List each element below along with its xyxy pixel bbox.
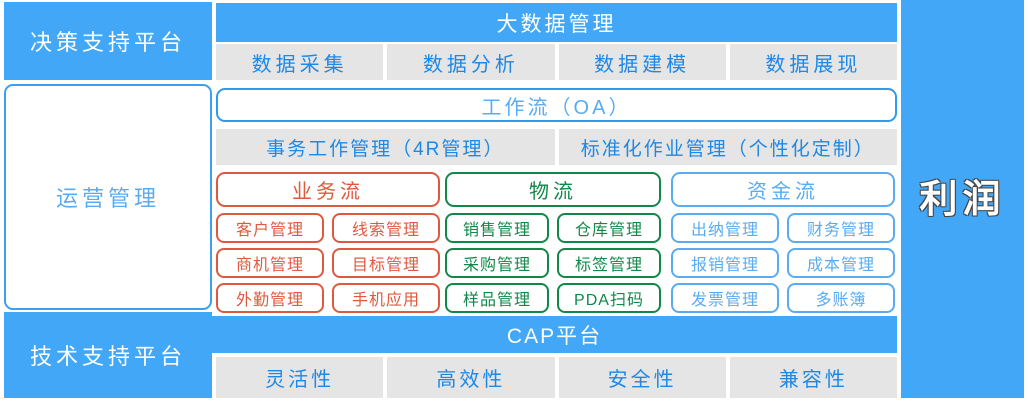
workflow-oa-label: 工作流（OA） bbox=[481, 96, 632, 119]
profit-column: 利润 bbox=[901, 0, 1024, 398]
cell-standardized-operations: 标准化作业管理（个性化定制） bbox=[558, 129, 897, 165]
capital-flow-grid: 出纳管理 财务管理 报销管理 成本管理 发票管理 多账簿 bbox=[671, 213, 895, 313]
operations-management-label: 运营管理 bbox=[55, 186, 160, 211]
reimbursement-management: 报销管理 bbox=[671, 248, 779, 278]
cell-security: 安全性 bbox=[558, 357, 726, 398]
procurement-management: 采购管理 bbox=[445, 248, 549, 278]
cap-cells-row: 灵活性 高效性 安全性 兼容性 bbox=[216, 357, 897, 398]
profit-label: 利润 bbox=[919, 179, 1006, 221]
cell-efficiency: 高效性 bbox=[387, 357, 555, 398]
decision-support-platform-box: 决策支持平台 bbox=[4, 2, 212, 80]
capital-flow-section: 资金流 出纳管理 财务管理 报销管理 成本管理 发票管理 多账簿 bbox=[671, 172, 895, 313]
tech-support-platform-box: 技术支持平台 bbox=[4, 312, 212, 398]
finance-management: 财务管理 bbox=[787, 213, 895, 243]
workflow-oa-box: 工作流（OA） bbox=[216, 88, 897, 122]
target-management: 目标管理 bbox=[332, 248, 440, 278]
label-management: 标签管理 bbox=[557, 248, 661, 278]
cell-data-presentation: 数据展现 bbox=[729, 44, 897, 80]
cell-data-analysis: 数据分析 bbox=[387, 44, 555, 80]
sales-management: 销售管理 bbox=[445, 213, 549, 243]
business-flow-section: 业务流 客户管理 线索管理 商机管理 目标管理 外勤管理 手机应用 bbox=[216, 172, 440, 313]
invoice-management: 发票管理 bbox=[671, 283, 779, 313]
mobile-app: 手机应用 bbox=[332, 283, 440, 313]
big-data-cells-row: 数据采集 数据分析 数据建模 数据展现 bbox=[216, 44, 897, 80]
cashier-management: 出纳管理 bbox=[671, 213, 779, 243]
capital-flow-header: 资金流 bbox=[671, 172, 895, 207]
big-data-management-label: 大数据管理 bbox=[496, 12, 617, 36]
operations-management-box: 运营管理 bbox=[4, 84, 212, 310]
sample-management: 样品管理 bbox=[445, 283, 549, 313]
business-flow-header: 业务流 bbox=[216, 172, 440, 207]
field-work-management: 外勤管理 bbox=[216, 283, 324, 313]
cell-data-collection: 数据采集 bbox=[216, 44, 384, 80]
logistics-flow-section: 物流 销售管理 仓库管理 采购管理 标签管理 样品管理 PDA扫码 bbox=[445, 172, 661, 313]
cap-platform-label: CAP平台 bbox=[506, 324, 603, 348]
cell-compatibility: 兼容性 bbox=[729, 357, 897, 398]
cap-platform-bar: CAP平台 bbox=[212, 316, 897, 353]
logistics-flow-grid: 销售管理 仓库管理 采购管理 标签管理 样品管理 PDA扫码 bbox=[445, 213, 661, 313]
leads-management: 线索管理 bbox=[332, 213, 440, 243]
customer-management: 客户管理 bbox=[216, 213, 324, 243]
cell-data-modeling: 数据建模 bbox=[558, 44, 726, 80]
decision-support-platform-label: 决策支持平台 bbox=[29, 30, 186, 55]
workflow-cells-row: 事务工作管理（4R管理） 标准化作业管理（个性化定制） bbox=[216, 129, 897, 165]
tech-support-platform-label: 技术支持平台 bbox=[29, 344, 186, 369]
business-flow-grid: 客户管理 线索管理 商机管理 目标管理 外勤管理 手机应用 bbox=[216, 213, 440, 313]
warehouse-management: 仓库管理 bbox=[557, 213, 661, 243]
multi-ledger: 多账簿 bbox=[787, 283, 895, 313]
cost-management: 成本管理 bbox=[787, 248, 895, 278]
big-data-management-bar: 大数据管理 bbox=[216, 3, 897, 42]
pda-scan: PDA扫码 bbox=[557, 283, 661, 313]
cell-flexibility: 灵活性 bbox=[216, 357, 384, 398]
cell-transaction-work-management: 事务工作管理（4R管理） bbox=[216, 129, 555, 165]
logistics-flow-header: 物流 bbox=[445, 172, 661, 207]
opportunity-management: 商机管理 bbox=[216, 248, 324, 278]
